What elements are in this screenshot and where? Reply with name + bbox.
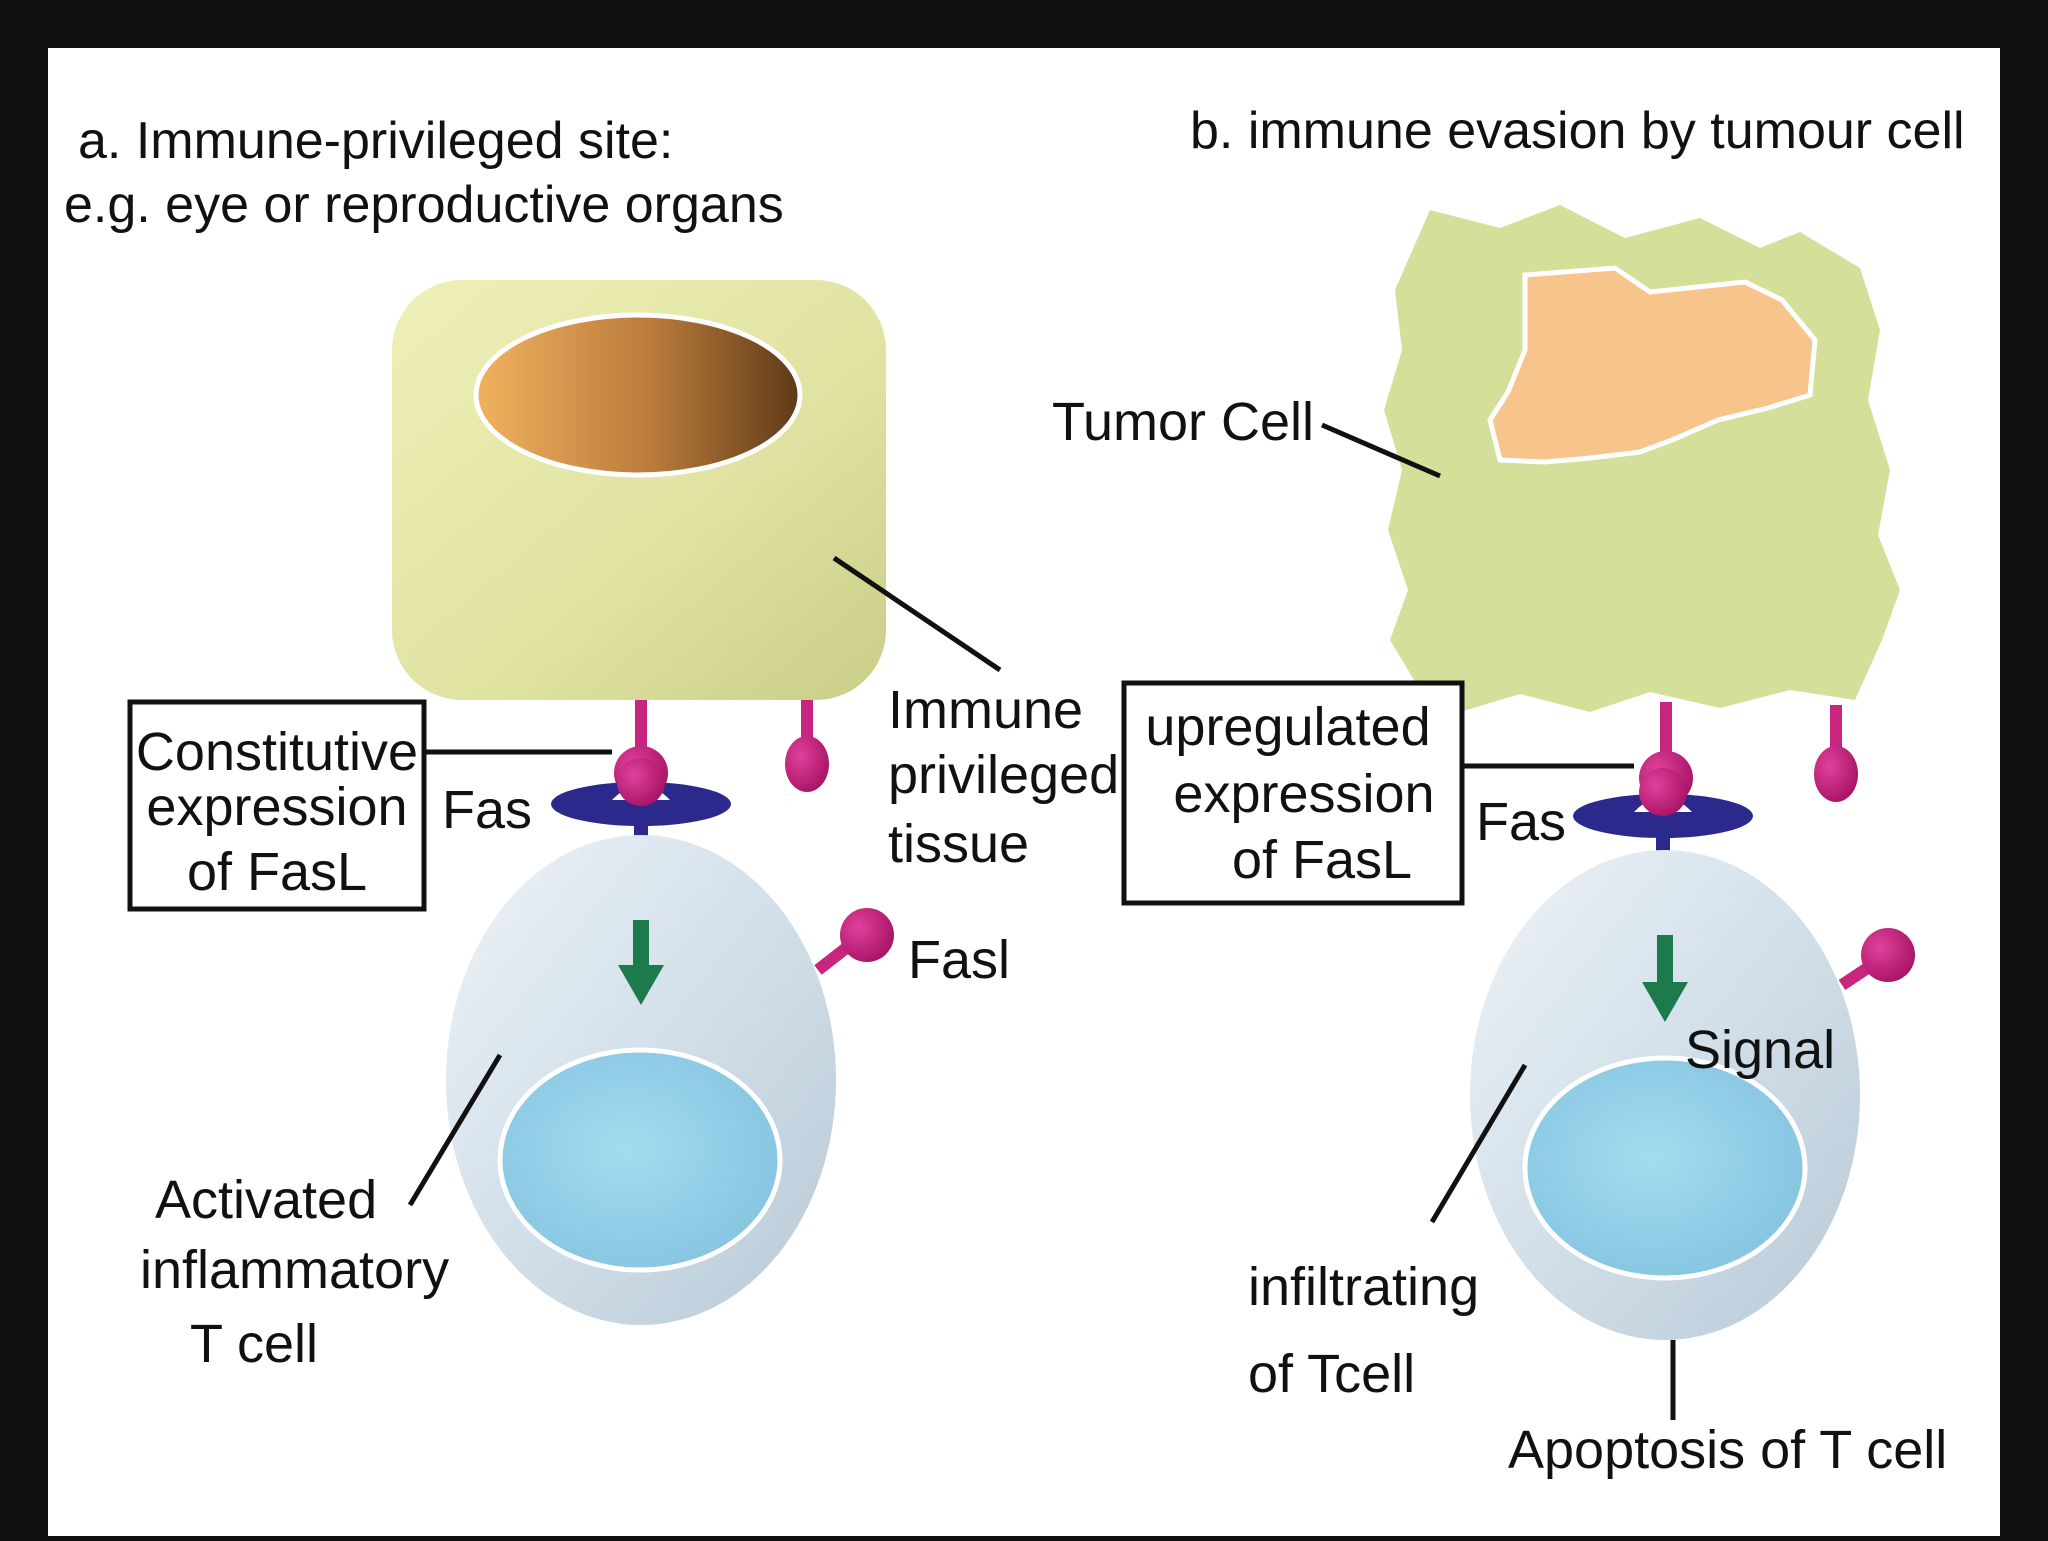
- t-cell-a-label-line1: Activated: [155, 1170, 377, 1230]
- box-b-line2: expression: [1173, 764, 1434, 824]
- tissue-pointer-line: [832, 555, 1002, 673]
- signal-label: Signal: [1685, 1020, 1835, 1080]
- fasl-on-t-cell-b: [1838, 928, 1915, 990]
- box-b-line3: of FasL: [1232, 830, 1412, 890]
- tissue-label-line1: Immune: [888, 680, 1083, 740]
- t-cell-a-label-line2: inflammatory: [140, 1240, 449, 1300]
- panel-a-title-line2: e.g. eye or reproductive organs: [64, 176, 784, 234]
- box-a-line3: of FasL: [187, 842, 367, 902]
- panel-b-title: b. immune evasion by tumour cell: [1190, 102, 1965, 160]
- tumor-cell-label: Tumor Cell: [1052, 392, 1314, 452]
- t-cell-b-label-line1: infiltrating: [1248, 1257, 1479, 1317]
- box-b-line1: upregulated: [1145, 697, 1430, 757]
- box-a-line2: expression: [146, 777, 407, 837]
- constitutive-expression-box: [127, 699, 427, 912]
- t-cell-nucleus-a: [497, 1047, 783, 1273]
- signal-arrow-b: [1642, 935, 1688, 1022]
- fasl-ligand-free: [785, 700, 829, 792]
- tumor-cell: [1384, 205, 1900, 712]
- fasl-label: Fasl: [908, 930, 1010, 990]
- tissue-label-line2: privileged: [888, 745, 1119, 805]
- box-a-line1: Constitutive: [136, 722, 418, 782]
- signal-arrow-a: [618, 920, 664, 1005]
- fas-receptor-b: [1573, 768, 1753, 864]
- t-cell-a-pointer-line: [407, 1053, 503, 1207]
- fas-receptor-a: [551, 758, 731, 850]
- tissue-cell-nucleus: [473, 312, 803, 478]
- tumor-pointer-line: [1321, 422, 1441, 479]
- tumor-nucleus: [1487, 265, 1818, 465]
- fasl-on-t-cell-a: [814, 908, 894, 975]
- apoptosis-label: Apoptosis of T cell: [1508, 1420, 1947, 1480]
- t-cell-a-label-line3: T cell: [190, 1314, 318, 1374]
- tumor-fasl-free: [1814, 705, 1858, 802]
- upregulated-expression-box: [1121, 680, 1465, 906]
- fas-label-a: Fas: [442, 780, 532, 840]
- t-cell-b-label-line2: of Tcell: [1248, 1344, 1415, 1404]
- fas-label-b: Fas: [1476, 792, 1566, 852]
- tissue-label-line3: tissue: [888, 814, 1029, 874]
- t-cell-nucleus-b: [1522, 1055, 1808, 1281]
- t-cell-b-pointer-line: [1429, 1063, 1528, 1224]
- panel-a-title-line1: a. Immune-privileged site:: [78, 112, 673, 170]
